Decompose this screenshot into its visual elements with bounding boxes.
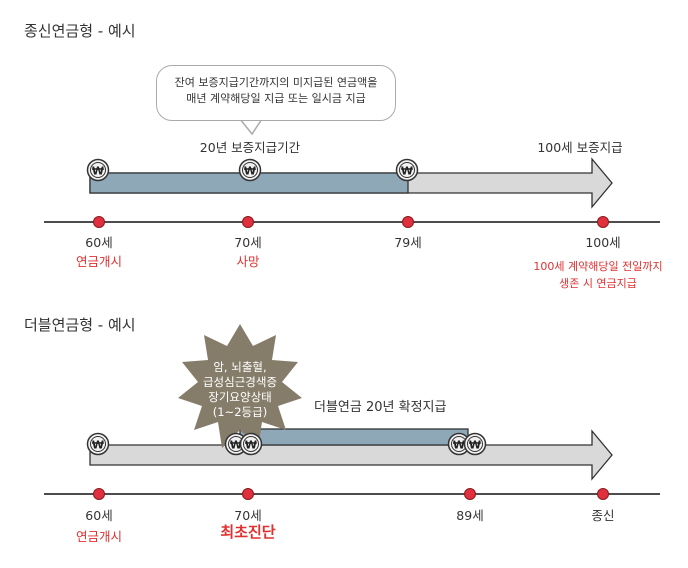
won-symbol: ₩ <box>469 439 481 452</box>
won-symbol: ₩ <box>244 165 256 178</box>
double-pension-label: 더블연금 20년 확정지급 <box>314 400 447 415</box>
won-symbol: ₩ <box>453 439 465 452</box>
age-label-89: 89세 <box>456 508 484 523</box>
timeline-dot-70 <box>242 216 254 228</box>
won-coin-icon: ₩ <box>238 158 262 182</box>
arrow-lifetime-2 <box>89 429 613 481</box>
burst-line3: 장기요양상태 <box>208 390 272 404</box>
diagnosis-text: 암, 뇌출혈, 급성심근경색증 장기요양상태 (1~2등급) <box>180 360 300 420</box>
section1-title: 종신연금형 - 예시 <box>24 22 136 40</box>
won-symbol: ₩ <box>92 439 104 452</box>
age-label-60: 60세 <box>85 235 113 250</box>
age-label-100: 100세 <box>585 235 621 250</box>
won-symbol: ₩ <box>230 439 242 452</box>
burst-line2: 급성심근경색증 <box>202 375 278 389</box>
survival-note-line1: 100세 계약해당일 전일까지 <box>533 260 663 273</box>
guarantee-period-label: 20년 보증지급기간 <box>199 140 301 155</box>
burst-line4: (1~2등급) <box>212 405 268 419</box>
event-pension-start-b: 연금개시 <box>75 529 122 544</box>
double-pension-bar <box>239 428 469 446</box>
age-label-70-b: 70세 <box>234 508 262 523</box>
timeline-dot-70-b <box>242 488 254 500</box>
won-coin-icon: ₩ <box>447 432 471 456</box>
won-coin-icon: ₩ <box>239 432 263 456</box>
timeline-dot-lifetime <box>597 488 609 500</box>
timeline-dot-60 <box>93 216 105 228</box>
speech-bubble <box>156 65 396 121</box>
timeline-dot-60-b <box>93 488 105 500</box>
bubble-line2: 매년 계약해당일 지급 또는 일시금 지급 <box>186 92 366 105</box>
age-label-lifetime: 종신 <box>591 508 615 523</box>
timeline-dot-79 <box>402 216 414 228</box>
won-coin-icon: ₩ <box>463 432 487 456</box>
won-symbol: ₩ <box>245 439 257 452</box>
end-guarantee-label: 100세 보증지급 <box>537 140 623 155</box>
won-symbol: ₩ <box>401 165 413 178</box>
timeline-dot-100 <box>597 216 609 228</box>
bubble-tail <box>239 118 263 136</box>
section2-title: 더블연금형 - 예시 <box>24 316 136 334</box>
won-symbol: ₩ <box>92 165 104 178</box>
burst-line1: 암, 뇌출혈, <box>213 360 267 374</box>
age-label-70: 70세 <box>234 235 262 250</box>
speech-bubble-text: 잔여 보증지급기간까지의 미지급된 연금액을 매년 계약해당일 지급 또는 일시… <box>156 75 396 107</box>
won-coin-icon: ₩ <box>395 158 419 182</box>
won-coin-icon: ₩ <box>86 432 110 456</box>
won-coin-icon: ₩ <box>86 158 110 182</box>
event-death: 사망 <box>236 254 260 269</box>
survival-note-line2: 생존 시 연금지급 <box>559 277 637 290</box>
event-pension-start: 연금개시 <box>75 254 122 269</box>
bubble-line1: 잔여 보증지급기간까지의 미지급된 연금액을 <box>174 76 378 89</box>
age-label-79: 79세 <box>394 235 422 250</box>
timeline-dot-89 <box>464 488 476 500</box>
diagnosis-starburst <box>178 324 302 448</box>
event-first-diagnosis: 최초진단 <box>220 523 276 541</box>
age-label-60-b: 60세 <box>85 508 113 523</box>
